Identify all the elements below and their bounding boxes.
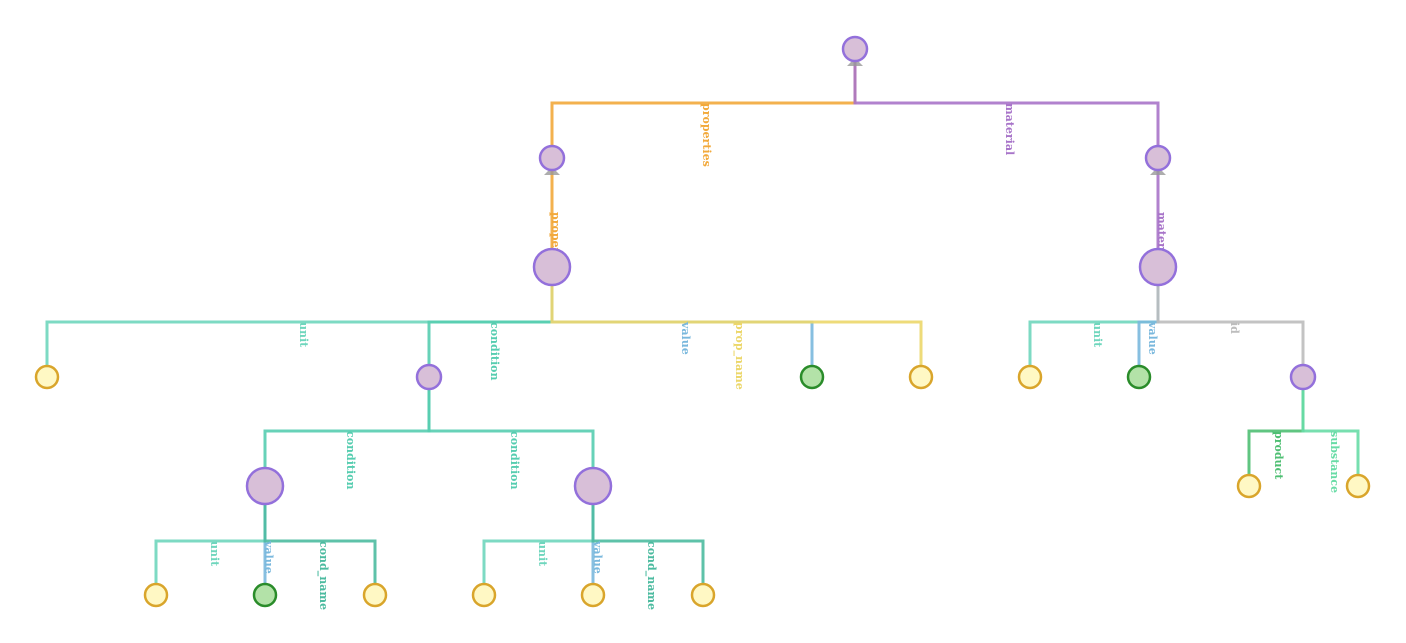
edges-layer (45, 61, 1360, 584)
edge-label-unit: unit (1091, 322, 1104, 348)
node-c2[interactable] (573, 466, 613, 506)
edge-label-cond-name: cond_name (644, 541, 658, 610)
node-p2-cond[interactable] (415, 363, 443, 391)
node-p2-unit[interactable] (34, 364, 60, 390)
edge-prop-name (550, 285, 923, 366)
edge-cond-name (591, 504, 705, 584)
nodes-layer (34, 35, 1371, 608)
edge-label-condition: condition (508, 431, 521, 490)
edge-condition (427, 389, 595, 468)
node-m1[interactable] (1144, 144, 1172, 172)
edge-material (853, 61, 1160, 146)
edge-id (1156, 285, 1305, 365)
node-id-product[interactable] (1236, 473, 1262, 499)
node-m2[interactable] (1138, 247, 1178, 287)
node-c1[interactable] (245, 466, 285, 506)
node-m2-id[interactable] (1289, 363, 1317, 391)
edge-label-unit: unit (536, 541, 549, 567)
node-c1-value[interactable] (252, 582, 278, 608)
edge-label-unit: unit (208, 541, 221, 567)
node-p2-value[interactable] (799, 364, 825, 390)
edge-label-prop-name: prop_name (732, 322, 746, 390)
node-p1[interactable] (538, 144, 566, 172)
edge-label-substance: substance (1328, 431, 1341, 493)
edge-label-properties: properties (700, 103, 713, 167)
edge-label-id: id (1228, 322, 1241, 334)
edge-label-value: value (591, 540, 604, 574)
edge-label-condition: condition (344, 431, 357, 490)
edge-label-value: value (679, 321, 692, 355)
node-p2[interactable] (532, 247, 572, 287)
edge-cond-name (263, 504, 377, 584)
node-id-substance[interactable] (1345, 473, 1371, 499)
edge-label-value: value (1146, 321, 1159, 355)
node-c1-unit[interactable] (143, 582, 169, 608)
edge-label-material: material (1003, 103, 1016, 155)
node-root[interactable] (841, 35, 869, 63)
node-c2-value[interactable] (580, 582, 606, 608)
edge-substance (1301, 389, 1360, 475)
node-c1-cname[interactable] (362, 582, 388, 608)
node-c2-unit[interactable] (471, 582, 497, 608)
node-c2-cname[interactable] (690, 582, 716, 608)
node-m2-value[interactable] (1126, 364, 1152, 390)
node-p2-pname[interactable] (908, 364, 934, 390)
edge-label-product: product (1272, 431, 1285, 480)
edge-label-cond-name: cond_name (316, 541, 330, 610)
edge-label-value: value (262, 540, 275, 574)
edge-label-condition: condition (488, 322, 501, 381)
edge-label-unit: unit (297, 322, 310, 348)
node-m2-unit[interactable] (1017, 364, 1043, 390)
